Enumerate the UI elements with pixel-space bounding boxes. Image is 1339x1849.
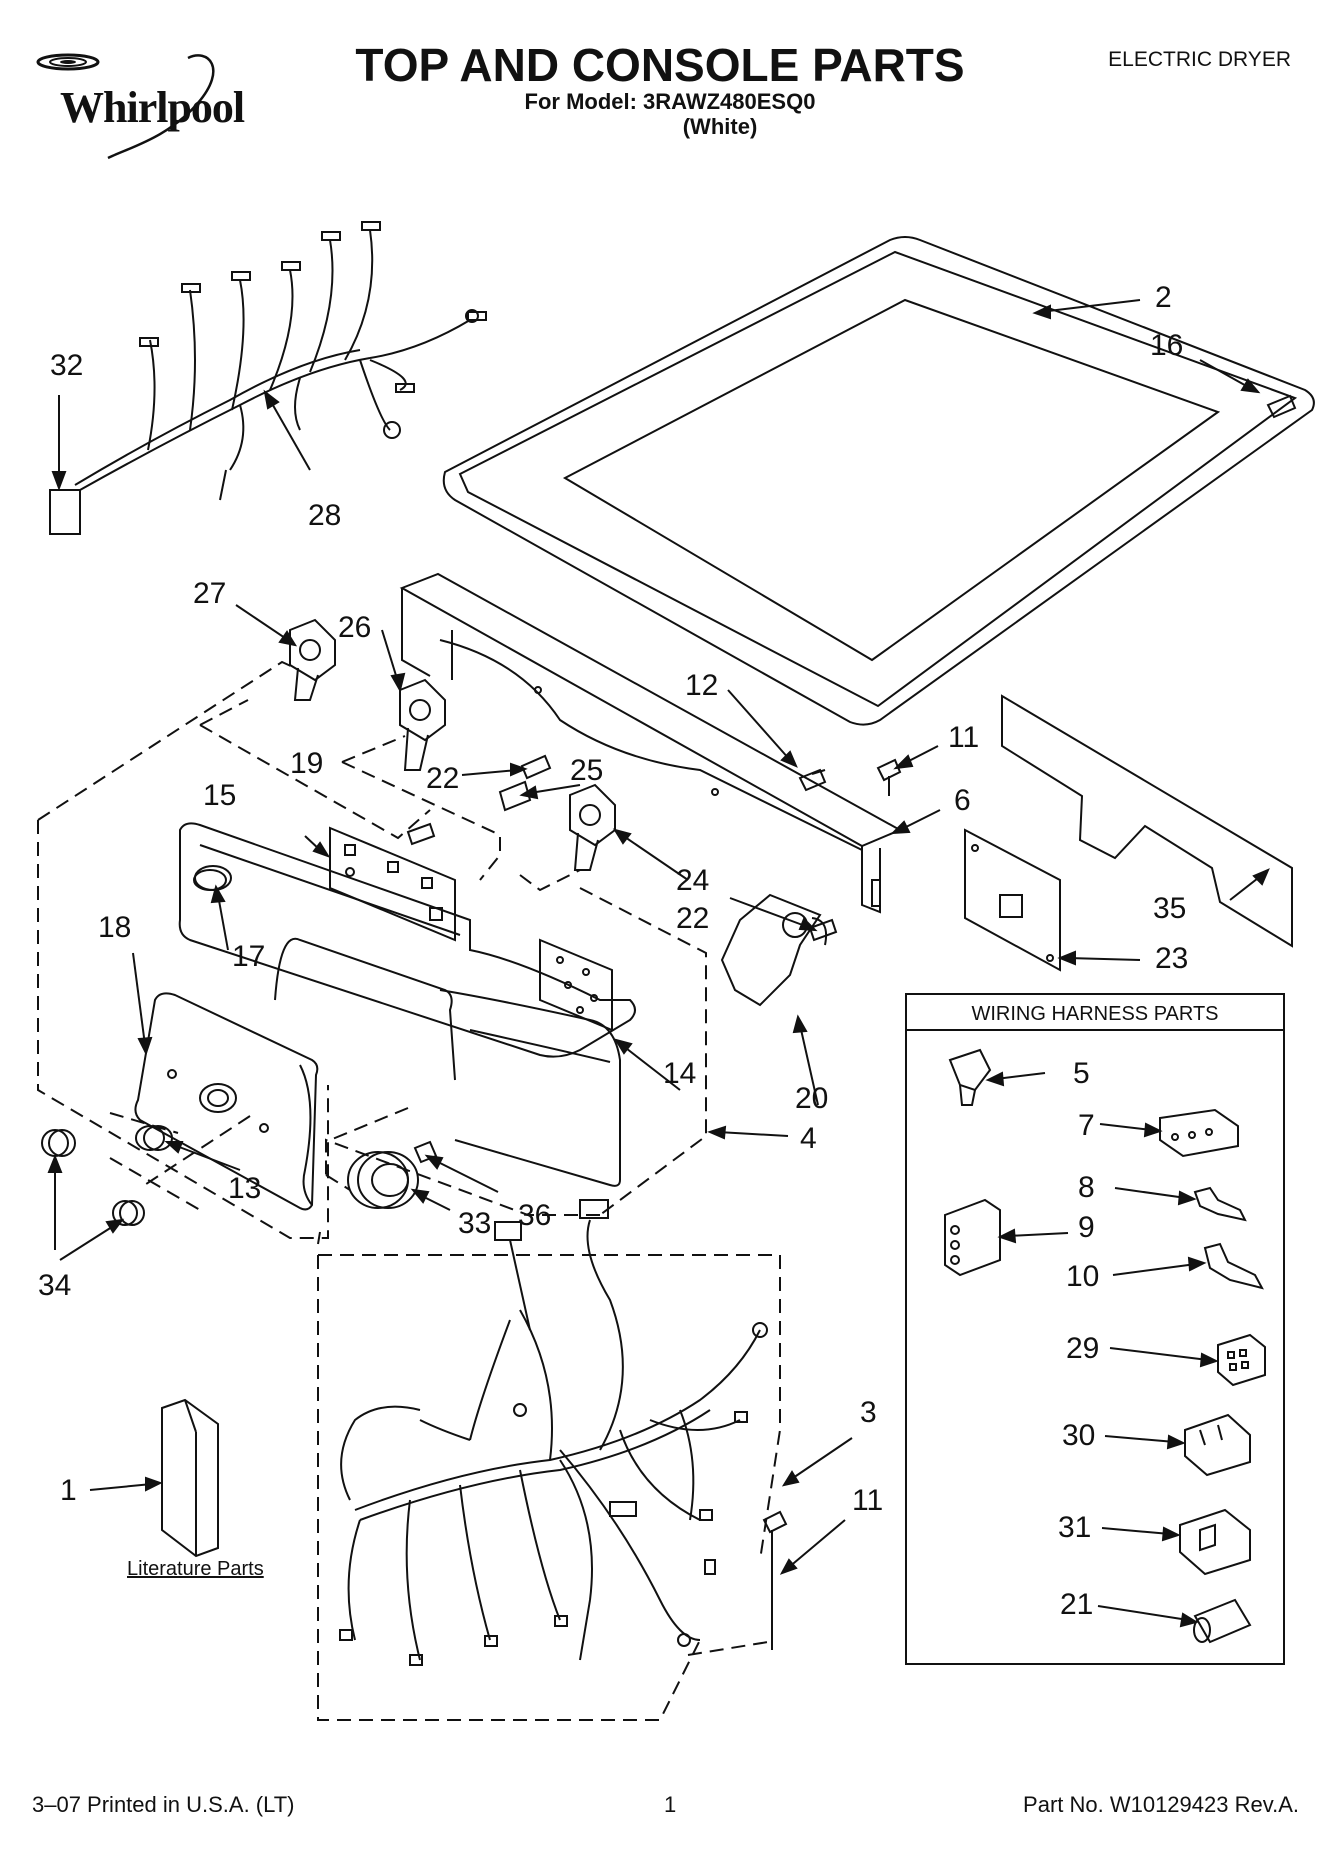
- badge-part-17: [194, 865, 232, 891]
- logo-swirl-icon: [36, 53, 215, 160]
- screw-part-19: [406, 822, 436, 846]
- harness-part-28: [49, 221, 487, 535]
- box-part-30: [1184, 1413, 1251, 1477]
- switch-part-26: [399, 678, 446, 771]
- callout-17: 17: [232, 940, 265, 973]
- control-board-part: [964, 828, 1061, 972]
- callout-30: 30: [1062, 1419, 1095, 1452]
- callout-5: 5: [1073, 1057, 1090, 1090]
- callout-21: 21: [1060, 1588, 1093, 1621]
- page-number: 1: [664, 1792, 677, 1817]
- box-part-8: [1193, 1186, 1247, 1222]
- page-title: TOP AND CONSOLE PARTS: [355, 39, 965, 91]
- model-line: For Model: 3RAWZ480ESQ0: [524, 89, 816, 114]
- literature-part: [161, 1398, 219, 1558]
- knob-panel-part: [134, 992, 319, 1211]
- box-part-9: [944, 1198, 1001, 1277]
- switch-part-24: [569, 783, 616, 871]
- brand-wordmark: Whirlpool: [60, 83, 245, 132]
- box-part-21: [1193, 1598, 1252, 1644]
- membrane-part: [539, 938, 613, 1032]
- callout-3: 3: [860, 1396, 877, 1429]
- callout-31: 31: [1058, 1511, 1091, 1544]
- callout-12: 12: [685, 669, 718, 702]
- literature-parts-label: Literature Parts: [127, 1558, 264, 1580]
- callout-4: 4: [800, 1122, 817, 1155]
- switch-board-part: [329, 826, 456, 942]
- callout-27: 27: [193, 577, 226, 610]
- harness-part-3: [339, 1199, 768, 1666]
- callout-2: 2: [1155, 281, 1172, 314]
- callout-36: 36: [518, 1199, 551, 1232]
- clip-part-25: [498, 780, 532, 812]
- callout-8: 8: [1078, 1171, 1095, 1204]
- callout-18: 18: [98, 911, 131, 944]
- knob-part-34-lower: [112, 1200, 145, 1226]
- document-type: ELECTRIC DRYER: [1108, 48, 1291, 71]
- callout-1: 1: [60, 1474, 77, 1507]
- callout-32: 32: [50, 349, 83, 382]
- callout-14: 14: [663, 1057, 696, 1090]
- top-panel-part: [442, 236, 1315, 726]
- screw-part-11-bottom: [762, 1510, 788, 1650]
- box-part-7: [1159, 1108, 1239, 1158]
- screw-part-12: [798, 768, 827, 792]
- whirlpool-logo: Whirlpool: [28, 48, 273, 166]
- box-part-10: [1203, 1242, 1264, 1290]
- knob-part-33: [347, 1151, 419, 1209]
- callout-35: 35: [1153, 892, 1186, 925]
- callout-22-lower: 22: [676, 902, 709, 935]
- callout-9: 9: [1078, 1211, 1095, 1244]
- callout-25: 25: [570, 754, 603, 787]
- callout-11-bottom: 11: [852, 1484, 883, 1517]
- callout-34: 34: [38, 1269, 71, 1302]
- callout-26: 26: [338, 611, 371, 644]
- insulation-strip-part: [1001, 694, 1293, 948]
- callout-10: 10: [1066, 1260, 1099, 1293]
- callout-29: 29: [1066, 1332, 1099, 1365]
- knob-part-34-upper: [41, 1129, 76, 1157]
- callout-24: 24: [676, 864, 709, 897]
- screw-part-11-top: [876, 758, 902, 796]
- console-bracket-part: [399, 572, 903, 914]
- callout-20: 20: [795, 1082, 828, 1115]
- callout-23: 23: [1155, 942, 1188, 975]
- callout-13: 13: [228, 1172, 261, 1205]
- print-info: 3–07 Printed in U.S.A. (LT): [32, 1792, 295, 1817]
- insert-part-36: [413, 1140, 438, 1164]
- callout-7: 7: [1078, 1109, 1095, 1142]
- switch-part-27: [289, 618, 336, 701]
- color-note: (White): [682, 114, 758, 139]
- callout-15: 15: [203, 779, 236, 812]
- part-number: Part No. W10129423 Rev.A.: [1023, 1792, 1299, 1817]
- knob-part-13: [135, 1125, 173, 1151]
- screw-part-22-upper: [520, 754, 552, 780]
- callout-33: 33: [458, 1207, 491, 1240]
- wiring-box-title: WIRING HARNESS PARTS: [971, 1003, 1218, 1025]
- box-part-5: [948, 1048, 992, 1106]
- callout-22-upper: 22: [426, 762, 459, 795]
- box-part-31: [1179, 1508, 1251, 1576]
- callout-28: 28: [308, 499, 341, 532]
- screw-part-22-lower: [808, 918, 838, 942]
- screw-part-16: [1266, 394, 1297, 419]
- timer-part: [720, 893, 828, 1007]
- callout-19: 19: [290, 747, 323, 780]
- callout-6: 6: [954, 784, 971, 817]
- box-part-29: [1217, 1333, 1266, 1387]
- callout-11-top: 11: [948, 721, 979, 754]
- callout-16: 16: [1150, 329, 1183, 362]
- wiring-harness-parts-box: WIRING HARNESS PARTS: [905, 993, 1285, 1665]
